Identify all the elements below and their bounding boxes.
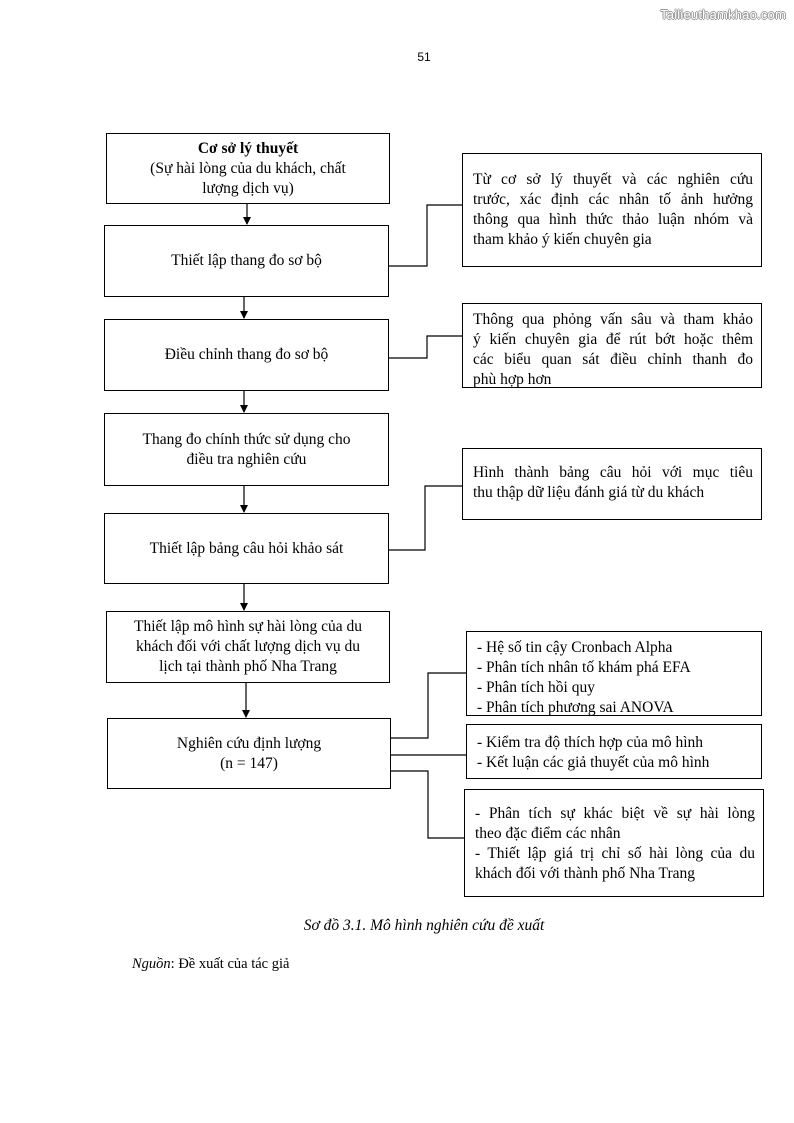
note-line: Hình thành bảng câu hỏi với mục tiêu <box>473 464 753 481</box>
note-line: thu thập dữ liệu đánh giá từ du khách <box>473 484 705 501</box>
box-satisfaction-model: Thiết lập mô hình sự hài lòng của du khá… <box>106 611 390 683</box>
box-line: Thiết lập bảng câu hỏi khảo sát <box>149 539 344 557</box>
box-quantitative-research: Nghiên cứu định lượng (n = 147) <box>107 718 391 789</box>
note-box-interview: Thông qua phỏng vấn sâu và tham khảo ý k… <box>462 303 762 388</box>
connector-b3-r2 <box>388 335 462 359</box>
note-line: - Phân tích hồi quy <box>477 679 595 696</box>
box-line: Nghiên cứu định lượng <box>176 734 322 752</box>
note-line: - Hệ số tin cậy Cronbach Alpha <box>477 639 673 656</box>
connector-b2-r1 <box>388 204 462 267</box>
box-preliminary-scale: Thiết lập thang đo sơ bộ <box>104 225 389 297</box>
connector-b5-r3 <box>388 485 462 551</box>
note-line: - Thiết lập giá trị chỉ số hài lòng của … <box>475 845 755 862</box>
connector-b7-r4 <box>391 672 466 739</box>
source-text: : Đề xuất của tác giả <box>170 956 290 972</box>
box-adjust-scale: Điều chỉnh thang đo sơ bộ <box>104 319 389 391</box>
box-line: lịch tại thành phố Nha Trang <box>159 658 337 675</box>
note-line: - Kết luận các giả thuyết của mô hình <box>477 754 710 771</box>
box-line: (Sự hài lòng của du khách, chất <box>150 159 346 177</box>
box-line: Thiết lập mô hình sự hài lòng của du <box>134 618 362 635</box>
page-number: 51 <box>417 50 431 64</box>
note-line: thông qua hình thức thảo luận nhóm và <box>473 211 753 228</box>
note-line: phù hợp hơn <box>473 371 552 388</box>
note-box-model-fit: - Kiểm tra độ thích hợp của mô hình - Kế… <box>466 724 762 779</box>
box-official-scale: Thang đo chính thức sử dụng cho điều tra… <box>104 413 389 486</box>
box-line: Thiết lập thang đo sơ bộ <box>171 252 322 269</box>
box-line: điều tra nghiên cứu <box>186 450 307 468</box>
note-box-analysis-methods: - Hệ số tin cậy Cronbach Alpha - Phân tí… <box>466 631 762 716</box>
note-line: Từ cơ sở lý thuyết và các nghiên cứu <box>473 171 753 188</box>
source-note: Nguồn: Đề xuất của tác giả <box>132 956 289 973</box>
box-questionnaire: Thiết lập bảng câu hỏi khảo sát <box>104 513 389 584</box>
note-box-differences: - Phân tích sự khác biệt về sự hài lòng … <box>464 789 764 897</box>
note-line: - Kiểm tra độ thích hợp của mô hình <box>477 734 704 751</box>
source-label: Nguồn <box>132 956 171 972</box>
note-line: - Phân tích nhân tố khám phá EFA <box>477 659 691 676</box>
box-title: Cơ sở lý thuyết <box>197 139 299 157</box>
note-line: ý kiến chuyên gia để rút bớt hoặc thêm <box>473 331 753 348</box>
note-line: - Phân tích sự khác biệt về sự hài lòng <box>475 805 755 822</box>
connector-b7-r6 <box>391 770 464 839</box>
note-line: khách đối với thành phố Nha Trang <box>475 865 696 882</box>
note-box-theory: Từ cơ sở lý thuyết và các nghiên cứu trư… <box>462 153 762 267</box>
note-line: các biểu quan sát điều chỉnh thanh đo <box>473 351 753 368</box>
note-line: tham khảo ý kiến chuyên gia <box>473 231 652 248</box>
box-line: (n = 147) <box>220 754 278 772</box>
note-box-questionnaire: Hình thành bảng câu hỏi với mục tiêu thu… <box>462 448 762 520</box>
box-line: Điều chỉnh thang đo sơ bộ <box>164 346 329 363</box>
note-line: theo đặc điểm các nhân <box>475 825 621 842</box>
box-line: lượng dịch vụ) <box>202 179 294 197</box>
box-theoretical-basis: Cơ sở lý thuyết (Sự hài lòng của du khác… <box>106 133 390 204</box>
note-line: - Phân tích phương sai ANOVA <box>477 699 674 716</box>
watermark: Tailieuthamkhao.com <box>660 7 786 22</box>
box-line: Thang đo chính thức sử dụng cho <box>142 430 351 448</box>
note-line: Thông qua phỏng vấn sâu và tham khảo <box>473 311 753 328</box>
box-line: khách đối với chất lượng dịch vụ du <box>135 638 361 655</box>
note-line: trước, xác định các nhân tố ảnh hưởng <box>473 191 753 208</box>
figure-caption: Sơ đồ 3.1. Mô hình nghiên cứu đề xuất <box>303 917 545 934</box>
